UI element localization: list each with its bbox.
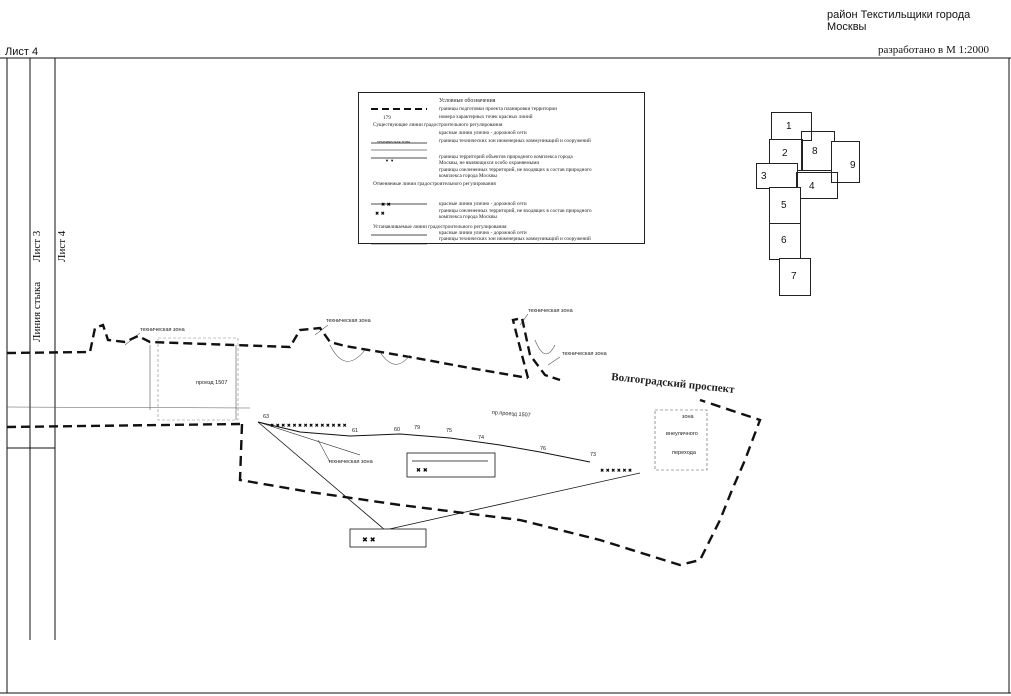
point-number: 61 <box>352 428 359 434</box>
legend-item: Отменяемые линии градостроительного регу… <box>373 181 496 187</box>
index-sheet: 7 <box>779 258 811 296</box>
legend-item: Москвы, не являющихся особо охраняемыми <box>439 160 540 166</box>
zone-arc <box>379 351 411 365</box>
legend-item: комплекса города Москвы <box>439 214 497 220</box>
legend-item: границы озелененных территорий, не входя… <box>439 208 592 214</box>
crossing-zone <box>654 409 708 471</box>
index-sheet: 9 <box>831 141 860 183</box>
legend-item: Устанавливаемые линии градостроительного… <box>373 224 507 230</box>
legend-item: границы технических зон инженерных комму… <box>439 236 591 242</box>
legend-title: Условные обозначения <box>439 98 496 104</box>
zone-arc <box>534 339 556 355</box>
leader-line <box>317 439 331 463</box>
point-number: 73 <box>590 452 597 458</box>
callout-box <box>349 528 427 548</box>
crossing-label: перехода <box>672 450 696 456</box>
tech-zone-label: техническая зона <box>528 308 573 314</box>
index-sheet: 5 <box>769 187 801 225</box>
cross-marks: ✖ ✖ ✖ ✖ ✖ ✖ ✖ ✖ ✖ ✖ ✖ ✖ ✖ ✖ <box>270 423 347 429</box>
passage-area <box>157 337 239 421</box>
boundary-main <box>238 398 762 567</box>
cross-marks: ✖ ✖ <box>362 537 376 544</box>
legend-item: красные линии улично - дорожной сети <box>439 201 527 207</box>
legend-item: комплекса города Москвы <box>439 173 497 179</box>
legend-item: красные линии улично - дорожной сети <box>439 130 527 136</box>
street-edge <box>6 406 251 409</box>
aux-line <box>257 421 361 456</box>
crossing-label: внеуличного <box>666 431 698 437</box>
index-sheet: 4 <box>796 172 838 199</box>
svg-text:✖ ✖: ✖ ✖ <box>381 202 391 208</box>
legend-box: Условные обозначения ▼ ▼ ✖ ✖ ✖ ✖ 179 тех… <box>358 92 645 245</box>
tech-zone-label: техническая зона <box>326 318 371 324</box>
legend-item: границы подготовки проекта планировки те… <box>439 106 557 112</box>
tech-zone-label: техническая зона <box>328 459 373 465</box>
leader-line <box>314 324 329 336</box>
leader-line <box>124 332 141 346</box>
point-number: 74 <box>478 435 485 441</box>
point-number: 60 <box>394 427 401 433</box>
callout-line <box>257 421 386 531</box>
legend-item: красные линии улично - дорожной сети <box>439 230 527 236</box>
svg-text:✖ ✖: ✖ ✖ <box>375 211 385 217</box>
sheet-label: Лист 4 <box>5 46 39 58</box>
legend-tech-zone-sample: техническая зона <box>377 139 411 144</box>
legend-symbols: ▼ ▼ ✖ ✖ ✖ ✖ <box>371 108 427 245</box>
boundary-loop <box>511 316 561 382</box>
legend-item: границы озелененных территорий, не входя… <box>439 167 592 173</box>
scale-note: разработано в М 1:2000 <box>878 44 990 56</box>
legend-item: границы технических зон инженерных комму… <box>439 138 591 144</box>
point-number: 79 <box>414 425 421 431</box>
passage-label: проезд 1507 <box>196 380 228 386</box>
legend-item: номера характерных точек красных линий <box>439 114 533 120</box>
zone-label: зона <box>682 414 694 420</box>
boundary-south-street <box>6 422 241 429</box>
callout-box <box>406 452 496 478</box>
boundary-north <box>6 323 529 380</box>
legend-item: Существующие линии градостроительного ре… <box>373 122 503 128</box>
callout-line <box>384 472 641 531</box>
zone-arc <box>329 344 366 362</box>
leader-line <box>547 356 561 366</box>
point-number: 75 <box>446 428 453 434</box>
district-title: район Текстильщики города Москвы <box>827 9 971 33</box>
index-sheet: 6 <box>769 223 801 260</box>
leader-line <box>519 313 529 326</box>
index-sheet: 3 <box>756 163 798 189</box>
legend-point-sample: 179 <box>383 115 391 121</box>
svg-text:▼ ▼: ▼ ▼ <box>385 158 394 163</box>
index-sheet: 1 <box>771 112 812 141</box>
cross-marks: ✖ ✖ <box>416 467 428 474</box>
tech-zone-label: техническая зона <box>140 327 185 333</box>
red-line <box>257 421 591 463</box>
cross-marks: ✖ ✖ ✖ ✖ ✖ ✖ <box>600 468 632 474</box>
legend-item: границы территорий объектов природного к… <box>439 154 573 160</box>
point-number: 76 <box>540 446 547 452</box>
point-number: 63 <box>263 414 270 420</box>
tech-zone-label: техническая зона <box>562 351 607 357</box>
